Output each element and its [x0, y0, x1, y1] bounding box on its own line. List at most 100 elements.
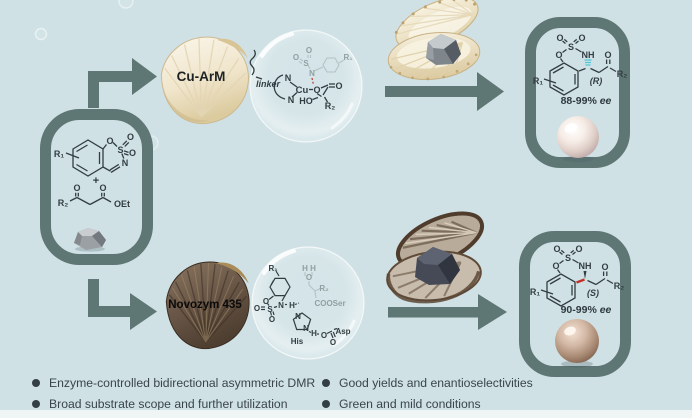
o-atom: O: [106, 136, 113, 146]
arrow-right-bottom-icon: [388, 294, 507, 330]
stone-in-oyster-image: [426, 34, 461, 65]
bullet-text: Green and mild conditions: [339, 396, 481, 411]
o-atom: O: [552, 261, 559, 271]
cu-arm-shell-image: [160, 36, 249, 125]
o-atom: O: [556, 33, 563, 43]
o-atom: O: [330, 338, 336, 347]
product-structure-s: [540, 249, 614, 307]
bullet-list-right: Good yields and enantioselectivities Gre…: [322, 372, 533, 414]
arrow-right-top-icon: [385, 72, 504, 111]
r2-label: R₂: [58, 198, 69, 208]
o-atom-ghost: O: [293, 53, 299, 62]
s-atom: S: [568, 42, 574, 52]
ee-bottom-label: 90-99% ee: [561, 304, 612, 316]
r2-label: R₂: [614, 281, 625, 291]
product-box-bottom: [519, 231, 631, 377]
r1-label-ghost: R₁: [343, 53, 353, 62]
h-atom: H: [311, 329, 317, 338]
o-atom: O: [313, 85, 320, 95]
enzyme-bubble: H H O R₂ COOSer R₁ O O S O N H N N H O O…: [251, 246, 365, 360]
linker-label: linker: [256, 79, 281, 89]
r1-label: R₁: [533, 76, 543, 86]
o-atom: O: [321, 331, 327, 340]
bullet-list-left: Enzyme-controlled bidirectional asymmetr…: [32, 372, 315, 414]
wedge-bond: [583, 271, 587, 279]
r2-label: R₂: [617, 69, 628, 79]
substrate-box: [40, 109, 153, 265]
his-label: His: [291, 337, 304, 346]
o-atom: O: [604, 50, 611, 60]
bullet-item: Enzyme-controlled bidirectional asymmetr…: [32, 372, 315, 393]
bullet-text: Broad substrate scope and further utiliz…: [49, 396, 288, 411]
ee-top-label: 88-99% ee: [561, 95, 612, 107]
decor-bubble-icon: [118, 0, 134, 9]
novozym-label: Novozym 435: [168, 299, 242, 311]
novozym-shell-image: [165, 261, 250, 350]
decor-bubble-icon: [34, 27, 48, 41]
n-atom: N: [303, 324, 309, 333]
n-atom: N: [285, 73, 292, 83]
h-atom-ghost: H: [310, 264, 316, 273]
s-atom: S: [267, 305, 273, 314]
o-atom: O: [335, 81, 342, 91]
r1-label: R₁: [268, 264, 278, 273]
n-atom: N: [122, 158, 129, 168]
o-atom: O: [263, 297, 269, 306]
bullet-text: Good yields and enantioselectivities: [339, 375, 533, 390]
n-atom: N: [295, 312, 301, 321]
footer-strip: [0, 410, 692, 418]
r1-label: R₁: [54, 149, 64, 159]
n-atom-ghost: N: [309, 69, 315, 78]
o-atom: O: [555, 50, 562, 60]
product-box-top: [525, 17, 630, 168]
bullet-dot-icon: [32, 399, 40, 408]
cu-atom: Cu: [296, 85, 309, 96]
r2-label-ghost: R₂: [319, 284, 329, 293]
o-atom: O: [73, 183, 80, 193]
s-config-label: (S): [587, 288, 599, 298]
bullet-item: Green and mild conditions: [322, 393, 533, 414]
s-atom-ghost: S: [303, 59, 309, 68]
stone-in-oyster-image: [415, 247, 460, 285]
o-atom-ghost: O: [306, 46, 312, 55]
cu-complex-bubble: O O S N R₁ linker N N Cu O O HO R₂: [249, 29, 363, 143]
nh-label: NH: [582, 50, 595, 60]
benzoxathiazine-structure: [65, 139, 130, 177]
product-structure-r: [543, 38, 617, 96]
open-oyster-top-image: [387, 0, 481, 81]
bullet-text: Enzyme-controlled bidirectional asymmetr…: [49, 375, 316, 390]
bullet-item: Broad substrate scope and further utiliz…: [32, 393, 315, 414]
oet-label: OEt: [114, 199, 130, 209]
r-config-label: (R): [590, 76, 603, 86]
s-atom: S: [117, 145, 123, 155]
o-atom: O: [553, 244, 560, 254]
r1-label: R₁: [530, 287, 540, 297]
ketoester-structure: [69, 192, 112, 206]
bullet-dot-icon: [32, 378, 40, 387]
n-atom: N: [288, 95, 295, 105]
stone-image: [74, 228, 106, 252]
chiral-marker-r: [584, 59, 592, 66]
o-atom: O: [99, 183, 106, 193]
o-atom: O: [578, 33, 585, 43]
pearl-white-image: [557, 116, 599, 163]
elbow-arrow-up-icon: [88, 58, 157, 108]
o-atom: O: [575, 244, 582, 254]
chiral-marker-s: [576, 278, 585, 284]
o-atom: O: [129, 148, 136, 158]
o-atom: O: [254, 304, 260, 313]
h-atom: H: [289, 301, 295, 310]
cu-arm-label: Cu-ArM: [177, 69, 226, 84]
nh-label: NH: [579, 261, 592, 271]
cooser-label-ghost: COOSer: [314, 299, 345, 308]
bullet-item: Good yields and enantioselectivities: [322, 372, 533, 393]
o-atom: O: [127, 132, 134, 142]
bullet-dot-icon: [322, 399, 330, 408]
pearl-dark-image: [555, 319, 599, 368]
bullet-dot-icon: [322, 378, 330, 387]
asp-label: Asp: [335, 327, 350, 336]
open-oyster-bottom-image: [386, 211, 484, 304]
n-atom: N: [278, 301, 284, 310]
o-atom-ghost: O: [306, 273, 312, 282]
